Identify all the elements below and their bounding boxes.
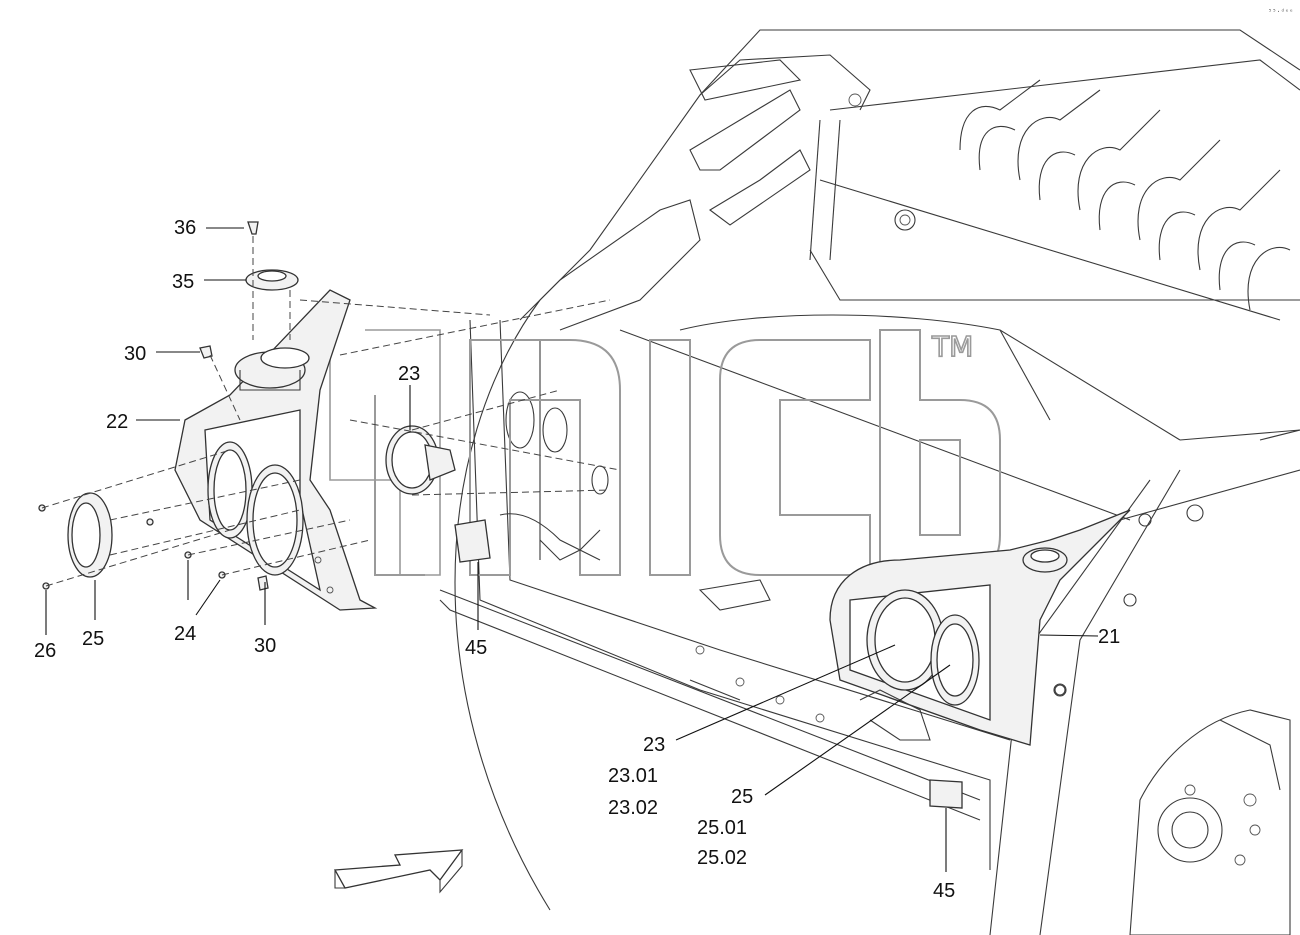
callout-23-02: 23.02 bbox=[608, 797, 658, 819]
right-speaker-housing bbox=[829, 509, 1131, 746]
callout-23-right: 23 bbox=[643, 734, 665, 756]
callout-25-left: 25 bbox=[82, 628, 104, 650]
callout-30-top: 30 bbox=[124, 343, 146, 365]
speaker-part-23-left bbox=[385, 425, 456, 495]
cap-part-35 bbox=[245, 269, 299, 291]
callout-22: 22 bbox=[106, 411, 128, 433]
cab-structure bbox=[439, 29, 1300, 935]
callout-23-01: 23.01 bbox=[608, 765, 658, 787]
leader-lines bbox=[45, 227, 1099, 872]
callout-30-bottom: 30 bbox=[254, 635, 276, 657]
callout-23-left: 23 bbox=[398, 363, 420, 385]
small-screws bbox=[38, 504, 269, 591]
callout-26: 26 bbox=[34, 640, 56, 662]
grille-part-25-left bbox=[67, 492, 113, 578]
callout-24: 24 bbox=[174, 623, 196, 645]
assembly-lines bbox=[41, 236, 621, 587]
callout-labels: 36 35 30 22 23 26 25 24 30 45 21 23 23.0… bbox=[34, 217, 1120, 902]
reflector-part-45-left bbox=[454, 513, 601, 563]
left-speaker-housing bbox=[174, 289, 378, 611]
screw-part-36 bbox=[247, 221, 259, 235]
callout-45-right: 45 bbox=[933, 880, 955, 902]
callout-25-01: 25.01 bbox=[697, 817, 747, 839]
reflector-part-45-right bbox=[929, 779, 963, 809]
direction-arrow bbox=[333, 849, 464, 894]
clip-part-30-top bbox=[199, 345, 213, 359]
corner-mark: ⁵⁵·ᵈᵉᵉ bbox=[1268, 8, 1293, 16]
callout-45-left: 45 bbox=[465, 637, 487, 659]
callout-25-02: 25.02 bbox=[697, 847, 747, 869]
callout-21: 21 bbox=[1098, 626, 1120, 648]
callout-36: 36 bbox=[174, 217, 196, 239]
callout-35: 35 bbox=[172, 271, 194, 293]
watermark-tm: TM bbox=[931, 330, 973, 363]
callout-25-right: 25 bbox=[731, 786, 753, 808]
